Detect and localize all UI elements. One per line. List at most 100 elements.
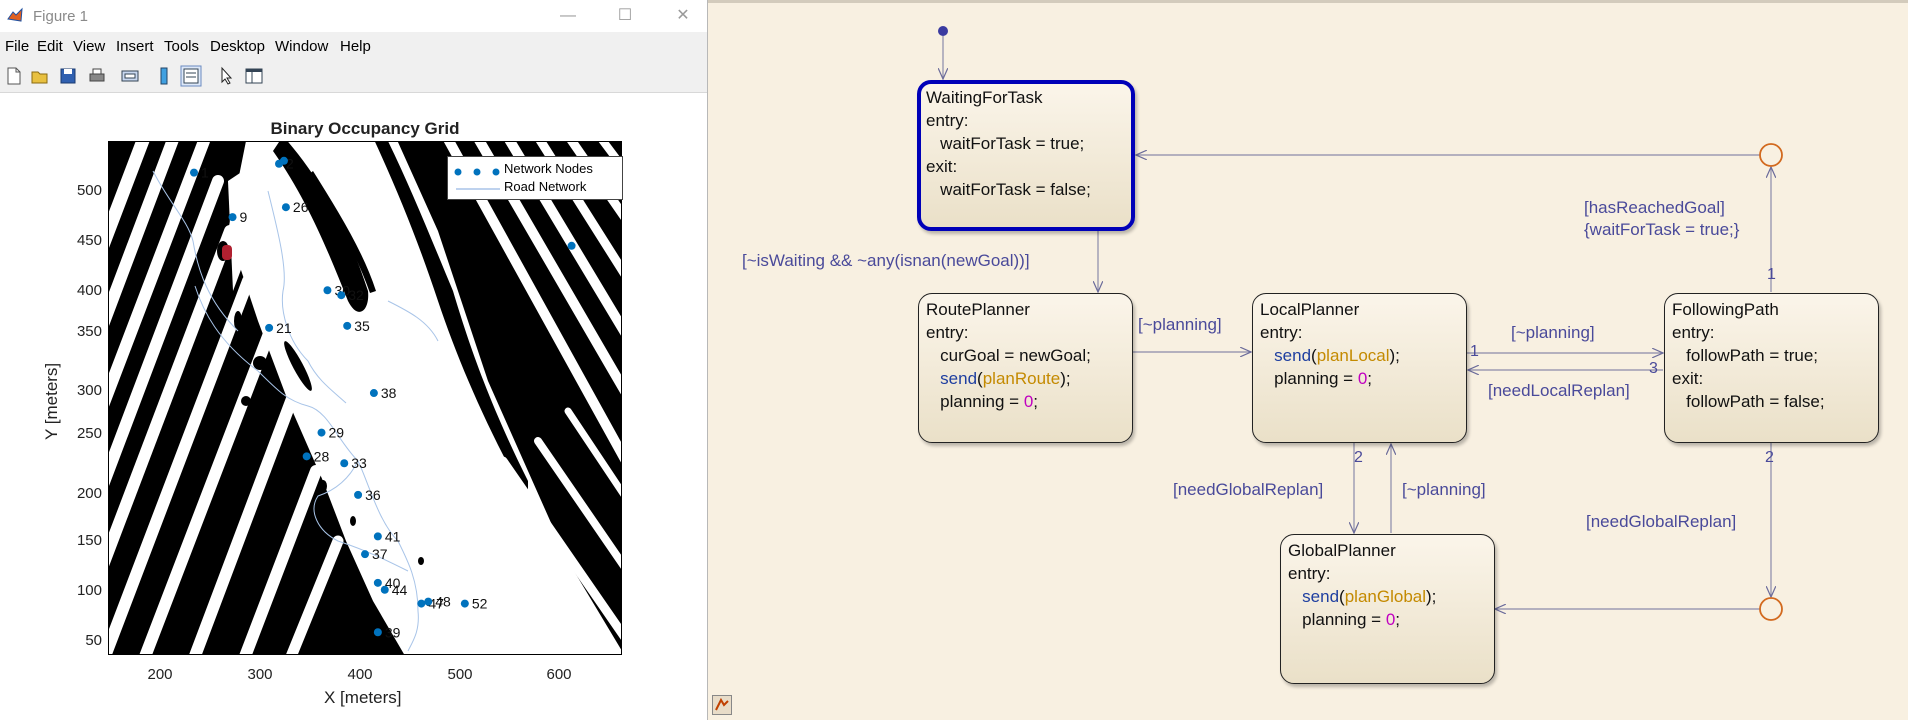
state-actions: entry: waitForTask = true;exit: waitForT… [926, 109, 1126, 201]
figure-menu-bar: File Edit View Insert Tools Desktop Wind… [0, 34, 707, 89]
junction-top[interactable] [1759, 143, 1783, 167]
property-inspector-icon[interactable] [243, 65, 265, 87]
y-tick: 400 [76, 282, 102, 299]
node-label: 9 [240, 209, 248, 225]
label-global-to-local[interactable]: [~planning] [1402, 480, 1486, 499]
code-token [926, 369, 940, 388]
state-action-line: send(planRoute); [926, 367, 1125, 390]
code-token-num: 0 [1023, 392, 1034, 411]
stateflow-canvas[interactable]: WaitingForTask entry: waitForTask = true… [708, 0, 1908, 720]
label-waiting-to-route[interactable]: [~isWaiting && ~any(isnan(newGoal))] [742, 251, 1030, 270]
menu-insert[interactable]: Insert [116, 38, 154, 55]
x-tick: 300 [247, 666, 273, 683]
state-action-line: followPath = false; [1672, 390, 1871, 413]
figure-title: Figure 1 [33, 8, 89, 25]
code-token-ev: planLocal [1316, 346, 1390, 365]
menu-file[interactable]: File [5, 38, 30, 55]
matlab-app-icon [7, 7, 23, 23]
label-following-to-junction[interactable]: [needGlobalReplan] [1586, 512, 1737, 531]
state-title: LocalPlanner [1260, 300, 1360, 319]
link-plot-icon[interactable] [119, 65, 141, 87]
label-local-to-global[interactable]: [needGlobalReplan] [1173, 480, 1324, 499]
priority-following-to-local: 3 [1649, 360, 1658, 377]
insert-colorbar-icon[interactable] [153, 65, 175, 87]
state-action-line: send(planGlobal); [1288, 585, 1487, 608]
state-waiting-for-task[interactable]: WaitingForTask entry: waitForTask = true… [917, 80, 1135, 231]
state-title: GlobalPlanner [1288, 541, 1396, 560]
network-node [340, 459, 349, 468]
state-title: WaitingForTask [926, 88, 1043, 107]
network-node [373, 628, 382, 637]
node-label: 38 [381, 385, 397, 401]
label-reached-goal-condition[interactable]: [hasReachedGoal] [1584, 198, 1725, 217]
edit-plot-arrow-icon[interactable] [215, 65, 237, 87]
node-label: 37 [372, 546, 388, 562]
priority-local-to-global: 2 [1354, 449, 1363, 466]
menu-tools[interactable]: Tools [164, 38, 200, 55]
network-node [279, 156, 288, 165]
code-token-num: 0 [1385, 610, 1396, 629]
label-reached-goal-action[interactable]: {waitForTask = true;} [1584, 220, 1740, 239]
print-icon[interactable] [86, 65, 108, 87]
figure-toolbar [0, 60, 707, 93]
save-icon[interactable] [57, 65, 79, 87]
state-global-planner[interactable]: GlobalPlanner entry: send(planGlobal); p… [1280, 534, 1495, 684]
state-action-line: waitForTask = true; [926, 132, 1126, 155]
menu-view[interactable]: View [73, 38, 106, 55]
node-label: 48 [435, 594, 451, 610]
code-token: ); [1060, 369, 1071, 388]
node-label: 52 [472, 596, 488, 612]
state-action-line: send(planLocal); [1260, 344, 1459, 367]
plot-title: Binary Occupancy Grid [270, 119, 460, 138]
menu-edit[interactable]: Edit [37, 38, 63, 55]
node-label: 21 [276, 320, 292, 336]
node-label: 35 [354, 318, 370, 334]
insert-legend-icon[interactable] [180, 65, 202, 87]
state-route-planner[interactable]: RoutePlanner entry: curGoal = newGoal; s… [918, 293, 1133, 443]
code-token: entry: [1288, 564, 1331, 583]
state-action-line: planning = 0; [1288, 608, 1487, 631]
network-node [354, 490, 363, 499]
code-token: planning = [1260, 369, 1358, 388]
plot-legend[interactable]: Network Nodes Road Network [447, 156, 623, 200]
state-actions: entry: curGoal = newGoal; send(planRoute… [926, 321, 1125, 413]
network-node [302, 452, 311, 461]
code-token: entry: [926, 111, 969, 130]
menu-help[interactable]: Help [340, 38, 371, 55]
maximize-button[interactable]: ☐ [617, 7, 633, 24]
label-following-to-local[interactable]: [needLocalReplan] [1488, 381, 1630, 400]
network-node [337, 291, 346, 300]
label-local-to-following[interactable]: [~planning] [1511, 323, 1595, 342]
node-label: 41 [385, 528, 401, 544]
close-button[interactable]: ✕ [676, 7, 690, 24]
priority-following-down: 2 [1765, 449, 1774, 466]
state-action-line: entry: [1260, 321, 1459, 344]
code-token [1288, 587, 1302, 606]
new-figure-icon[interactable] [3, 65, 25, 87]
figure-title-bar[interactable]: Figure 1 — ☐ ✕ [0, 0, 707, 32]
code-token: ( [1311, 346, 1317, 365]
junction-bottom[interactable] [1759, 597, 1783, 621]
y-tick: 150 [76, 532, 102, 549]
y-tick: 450 [76, 232, 102, 249]
node-label: 28 [314, 448, 330, 464]
y-tick: 200 [76, 485, 102, 502]
state-following-path[interactable]: FollowingPath entry: followPath = true;e… [1664, 293, 1879, 443]
free-patch [228, 161, 258, 291]
node-label: 29 [329, 425, 345, 441]
node-label: 44 [392, 582, 408, 598]
open-file-icon[interactable] [29, 65, 51, 87]
minimize-button[interactable]: — [560, 7, 576, 24]
canvas-explorer-icon[interactable] [712, 695, 732, 715]
menu-window[interactable]: Window [275, 38, 329, 55]
x-tick: 500 [447, 666, 473, 683]
code-token-num: 0 [1357, 369, 1368, 388]
state-action-line: entry: [926, 109, 1126, 132]
menu-desktop[interactable]: Desktop [210, 38, 266, 55]
label-route-to-local[interactable]: [~planning] [1138, 315, 1222, 334]
network-node [567, 241, 576, 250]
node-label: 1 [201, 165, 209, 181]
state-local-planner[interactable]: LocalPlanner entry: send(planLocal); pla… [1252, 293, 1467, 443]
y-tick: 300 [76, 382, 102, 399]
